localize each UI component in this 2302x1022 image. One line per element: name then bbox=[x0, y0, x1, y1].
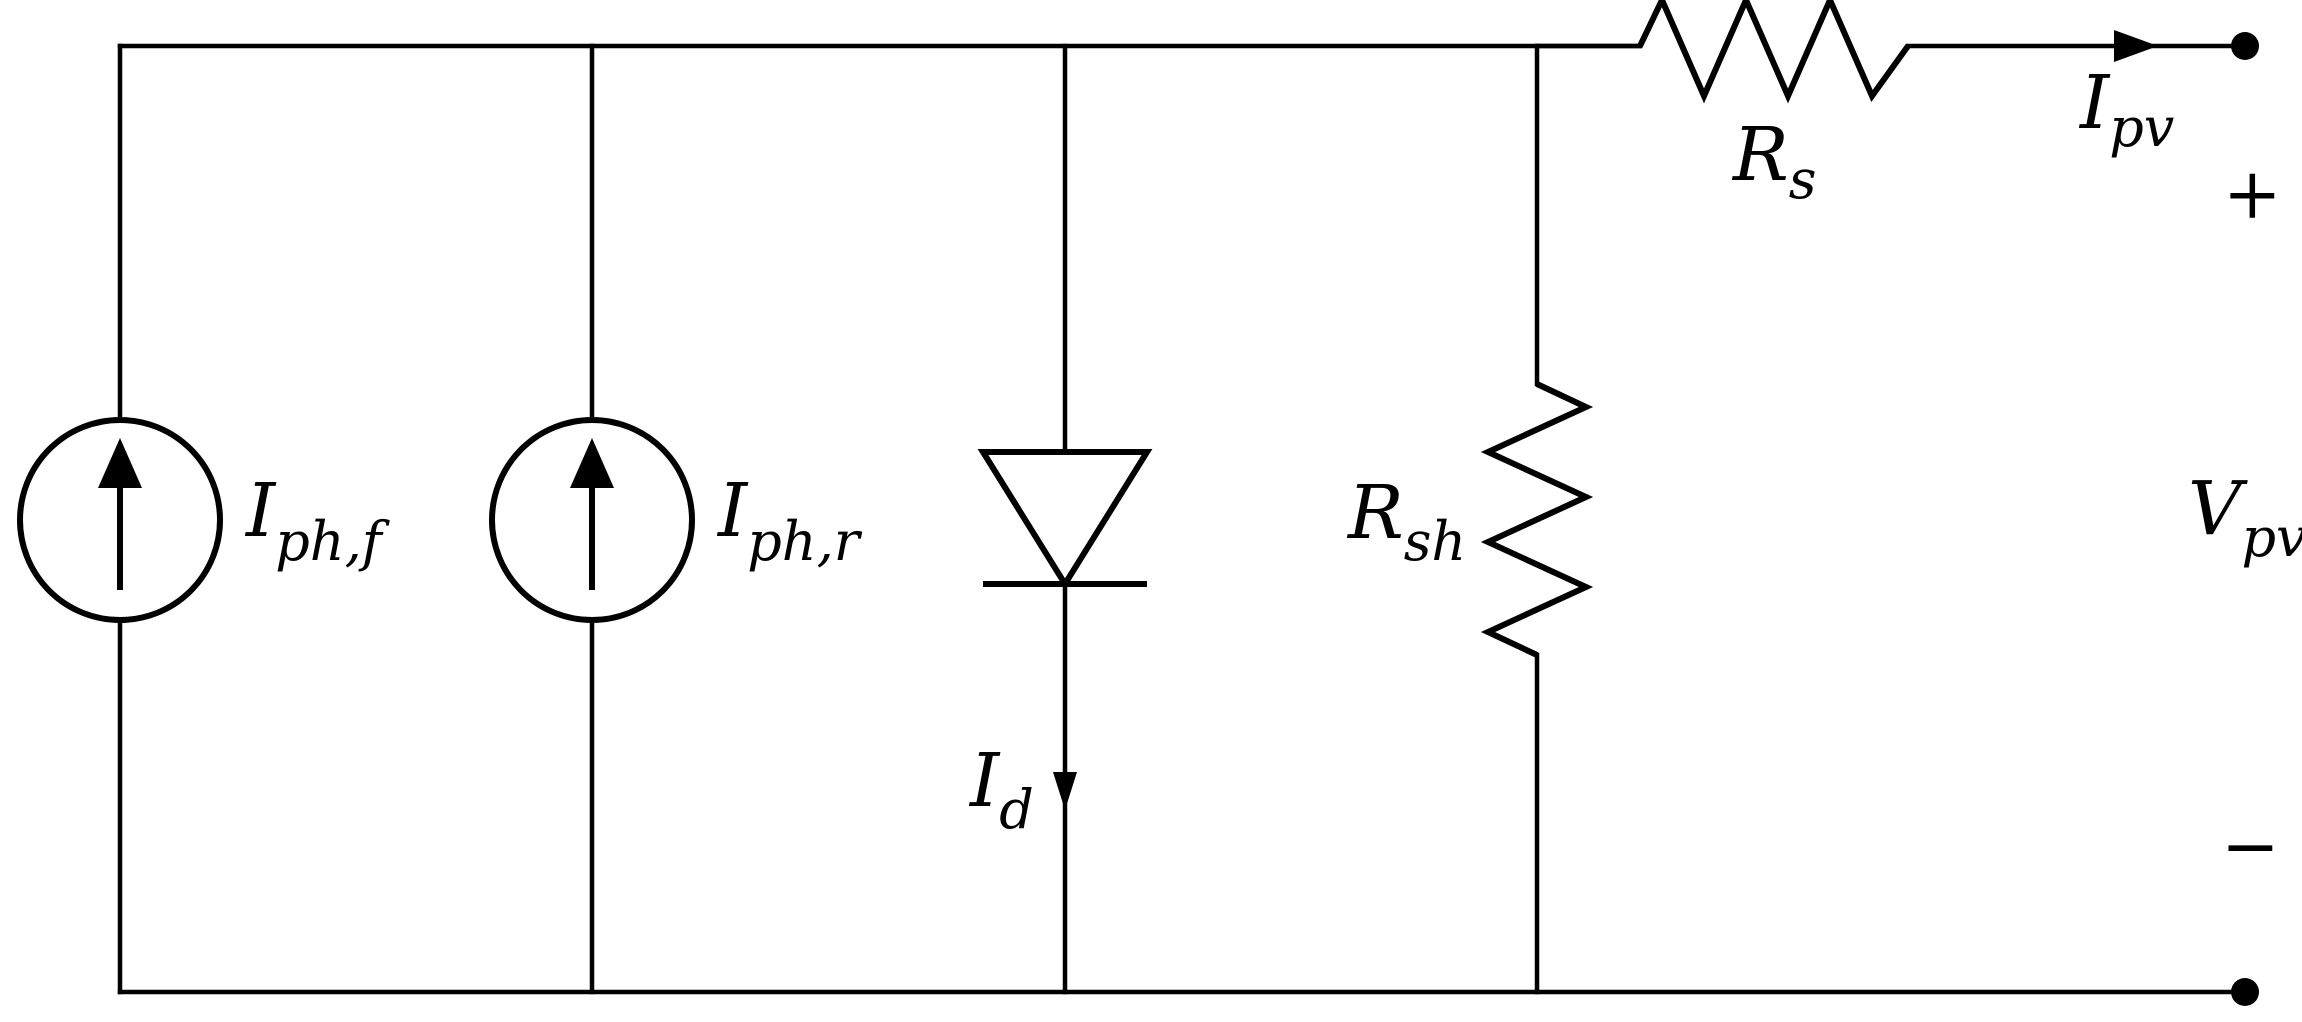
label-ipv: Ipv bbox=[2078, 60, 2174, 159]
positive-terminal bbox=[2231, 32, 2259, 60]
plus-sign: + bbox=[2223, 153, 2282, 235]
shunt-resistor bbox=[1480, 43, 1594, 995]
label-rsh: Rsh bbox=[1346, 470, 1466, 573]
negative-terminal bbox=[2231, 978, 2259, 1006]
label-iph-front: Iph,f bbox=[244, 468, 390, 573]
arrow-up-icon bbox=[98, 438, 142, 488]
series-resistor bbox=[1534, 0, 1911, 104]
diode bbox=[977, 43, 1153, 995]
label-rs: Rs bbox=[1731, 112, 1816, 211]
current-source-rear bbox=[489, 43, 695, 995]
label-id: Id bbox=[968, 738, 1034, 841]
output-current-arrow-icon bbox=[2114, 30, 2158, 62]
label-iph-rear: Iph,r bbox=[716, 468, 863, 573]
arrow-down-icon bbox=[1053, 772, 1077, 810]
minus-sign: − bbox=[2221, 805, 2280, 887]
label-vpv: Vpv bbox=[2188, 466, 2302, 569]
current-source-front bbox=[17, 43, 223, 995]
arrow-up-icon bbox=[570, 438, 614, 488]
